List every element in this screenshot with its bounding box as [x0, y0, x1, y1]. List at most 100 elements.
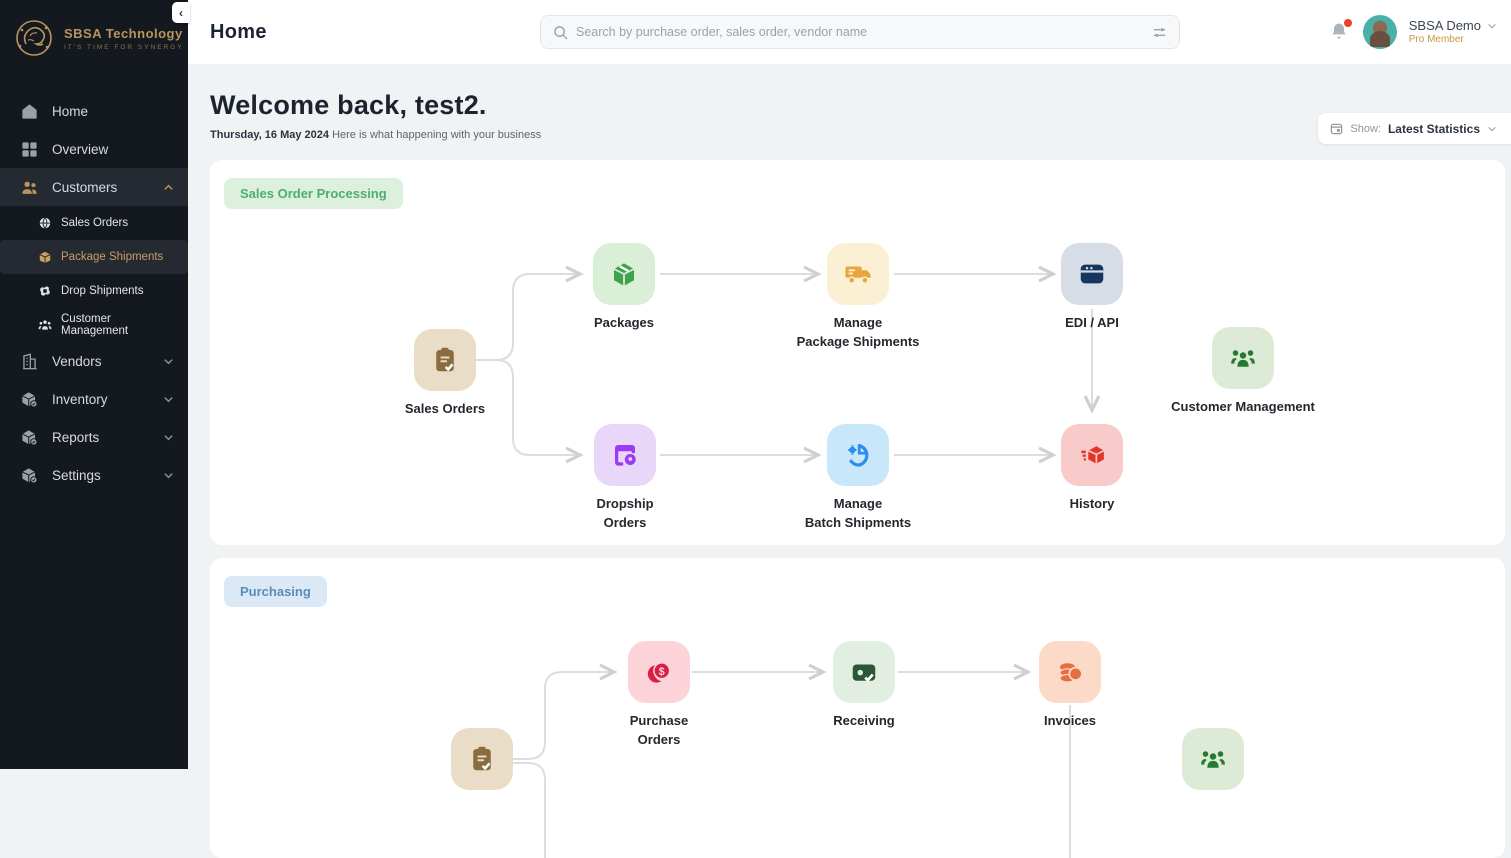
node-label: Customer Management: [1171, 399, 1315, 414]
user-block[interactable]: SBSA Demo Pro Member: [1409, 18, 1497, 47]
purchasing-card: Purchasing $ Purchase Orders Receiving I…: [210, 558, 1505, 858]
sidebar-item-drop-shipments[interactable]: Drop Shipments: [0, 274, 188, 308]
flow-node-manage-batch-shipments[interactable]: Manage Batch Shipments: [783, 424, 933, 533]
manage-batch-shipments-tile[interactable]: [827, 424, 889, 486]
notification-dot: [1343, 19, 1352, 27]
grid-icon: [22, 141, 37, 157]
purchase-hub-tile[interactable]: [451, 728, 513, 790]
welcome-subtitle: Thursday, 16 May 2024 Here is what happe…: [210, 129, 542, 141]
truck-icon: [845, 266, 871, 285]
sidebar-item-sales-orders[interactable]: Sales Orders: [0, 206, 188, 240]
sidebar-item-label: Sales Orders: [61, 217, 129, 229]
sales-orders-tile[interactable]: [414, 329, 476, 391]
sidebar-item-label: Inventory: [52, 391, 108, 407]
flow-node-manage-package-shipments[interactable]: Manage Package Shipments: [783, 243, 933, 352]
sidebar-item-label: Customer Management: [61, 313, 129, 337]
browser-window-icon: [1080, 264, 1104, 284]
customer-management-tile[interactable]: [1212, 327, 1274, 389]
dropship-orders-tile[interactable]: [594, 424, 656, 486]
sidebar-item-label: Settings: [52, 467, 101, 483]
batch-process-icon: [848, 444, 869, 467]
home-icon: [22, 103, 37, 119]
manage-package-shipments-tile[interactable]: [827, 243, 889, 305]
node-label: EDI / API: [1065, 315, 1119, 330]
globe-icon: [39, 217, 51, 229]
brand-name: SBSA Technology: [64, 25, 183, 41]
sidebar-item-label: Home: [52, 103, 89, 119]
purchase-orders-tile[interactable]: $: [628, 641, 690, 703]
chevron-down-icon: [1488, 23, 1496, 29]
sidebar-item-package-shipments[interactable]: Package Shipments: [0, 240, 188, 274]
sidebar-item-settings[interactable]: Settings: [0, 456, 188, 494]
history-box-icon: [1081, 446, 1105, 464]
node-label: Dropship Orders: [596, 496, 654, 530]
show-label: Show:: [1350, 122, 1381, 135]
node-label: History: [1069, 496, 1115, 511]
flow-node-packages[interactable]: Packages: [549, 243, 699, 333]
flow-node-sales-orders[interactable]: Sales Orders: [370, 329, 520, 419]
global-search[interactable]: [540, 15, 1180, 49]
cloud-boxes-icon: [40, 286, 50, 296]
user-role: Pro Member: [1408, 33, 1464, 45]
flow-node-receiving[interactable]: Receiving: [789, 641, 939, 731]
flow-node-purchase-hub[interactable]: [407, 728, 557, 790]
flow-node-dropship-orders[interactable]: Dropship Orders: [550, 424, 700, 533]
sidebar-collapse-button[interactable]: ‹: [172, 2, 190, 23]
page-title: Home: [210, 20, 267, 43]
welcome-heading: Welcome back, test2.: [210, 90, 487, 120]
flow-node-purchase-orders[interactable]: $ Purchase Orders: [584, 641, 734, 750]
chevron-down-icon: [164, 358, 173, 364]
money-coin-icon: $: [647, 662, 671, 683]
users-icon: [22, 181, 37, 194]
sidebar-item-customers[interactable]: Customers: [0, 168, 188, 206]
browser-pin-icon: [614, 445, 636, 466]
calendar-icon: [1331, 123, 1343, 135]
sidebar: SBSA Technology IT'S TIME FOR SYNERGY Ho…: [0, 0, 188, 769]
search-filter-icon[interactable]: [1152, 25, 1167, 40]
top-header: Home SBSA Demo Pro Member: [188, 0, 1511, 64]
chevron-down-icon: [164, 396, 173, 402]
history-tile[interactable]: [1061, 424, 1123, 486]
show-filter-dropdown[interactable]: Show: Latest Statistics: [1318, 113, 1511, 144]
sidebar-item-customer-management[interactable]: Customer Management: [0, 308, 188, 342]
user-name: SBSA Demo: [1408, 17, 1481, 33]
sidebar-item-reports[interactable]: Reports: [0, 418, 188, 456]
show-value: Latest Statistics: [1387, 121, 1480, 136]
sidebar-item-label: Package Shipments: [61, 251, 164, 263]
brand-logo-lion-icon: [16, 20, 52, 56]
section-badge-purchasing: Purchasing: [224, 576, 327, 607]
invoices-tile[interactable]: [1039, 641, 1101, 703]
sidebar-item-inventory[interactable]: Inventory: [0, 380, 188, 418]
box-badge-icon: [22, 391, 38, 407]
search-input[interactable]: [576, 25, 1144, 39]
sidebar-nav: Home Overview Customers Sales Orders Pac…: [0, 92, 188, 494]
node-label: Invoices: [1043, 713, 1097, 728]
avatar[interactable]: [1362, 15, 1397, 49]
node-label: Packages: [594, 315, 654, 330]
packages-tile[interactable]: [593, 243, 655, 305]
flow-node-customer-management[interactable]: Customer Management: [1168, 327, 1318, 417]
flow-node-invoices[interactable]: Invoices: [995, 641, 1145, 731]
notifications-bell-icon[interactable]: [1329, 19, 1352, 43]
node-label: Sales Orders: [404, 401, 486, 416]
sidebar-item-home[interactable]: Home: [0, 92, 188, 130]
clipboard-check-icon: [436, 347, 454, 372]
welcome-date: Thursday, 16 May 2024: [210, 129, 330, 141]
chevron-down-icon: [1488, 126, 1496, 132]
receiving-tile[interactable]: [833, 641, 895, 703]
flow-node-history[interactable]: History: [1017, 424, 1167, 514]
sidebar-item-label: Vendors: [52, 353, 102, 369]
flow-node-edi-api[interactable]: EDI / API: [1017, 243, 1167, 333]
vendor-management-tile[interactable]: [1182, 728, 1244, 790]
node-label: Purchase Orders: [629, 713, 689, 747]
people-group-icon: [1201, 751, 1225, 768]
sales-order-processing-card: Sales Order Processing Sales Orders Pack…: [210, 160, 1505, 545]
edi-api-tile[interactable]: [1061, 243, 1123, 305]
sidebar-item-label: Overview: [52, 141, 109, 157]
brand-tagline: IT'S TIME FOR SYNERGY: [64, 43, 184, 51]
box-badge-icon: [22, 467, 38, 483]
flow-node-vendor-management[interactable]: [1138, 728, 1288, 790]
node-label: Manage Package Shipments: [796, 315, 920, 349]
sidebar-item-overview[interactable]: Overview: [0, 130, 188, 168]
sidebar-item-vendors[interactable]: Vendors: [0, 342, 188, 380]
